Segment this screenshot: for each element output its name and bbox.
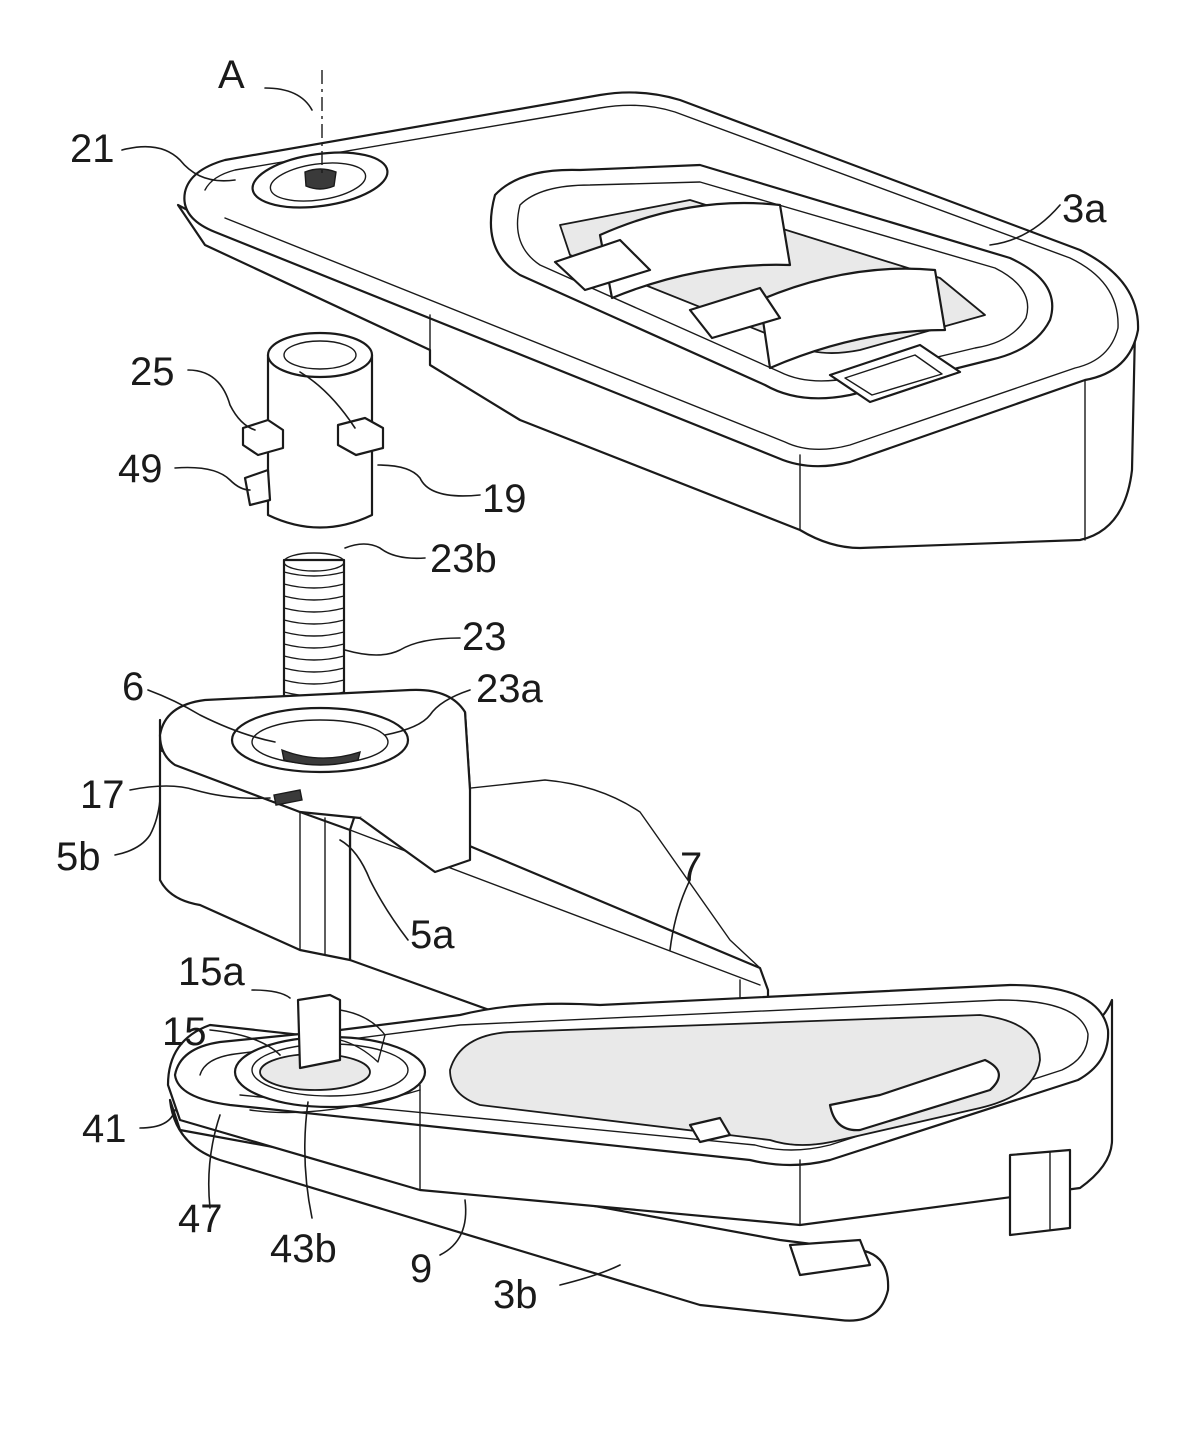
label-3b: 3b <box>493 1273 538 1317</box>
label-43b: 43b <box>270 1227 337 1271</box>
label-5a: 5a <box>410 913 455 957</box>
label-5b: 5b <box>56 835 101 879</box>
label-23: 23 <box>462 615 507 659</box>
label-47: 47 <box>178 1197 223 1241</box>
label-49: 49 <box>118 447 163 491</box>
label-3a: 3a <box>1062 187 1107 231</box>
label-axis-a: A <box>218 53 245 97</box>
label-7: 7 <box>680 845 702 889</box>
label-15: 15 <box>162 1010 207 1054</box>
label-23b: 23b <box>430 537 497 581</box>
label-21: 21 <box>70 127 115 171</box>
label-15a: 15a <box>178 950 245 994</box>
label-23a: 23a <box>476 667 543 711</box>
label-17: 17 <box>80 773 125 817</box>
label-25: 25 <box>130 350 175 394</box>
label-41: 41 <box>82 1107 127 1151</box>
label-9: 9 <box>410 1247 432 1291</box>
label-19: 19 <box>482 477 527 521</box>
label-6: 6 <box>122 665 144 709</box>
sleeve-19 <box>243 333 383 528</box>
